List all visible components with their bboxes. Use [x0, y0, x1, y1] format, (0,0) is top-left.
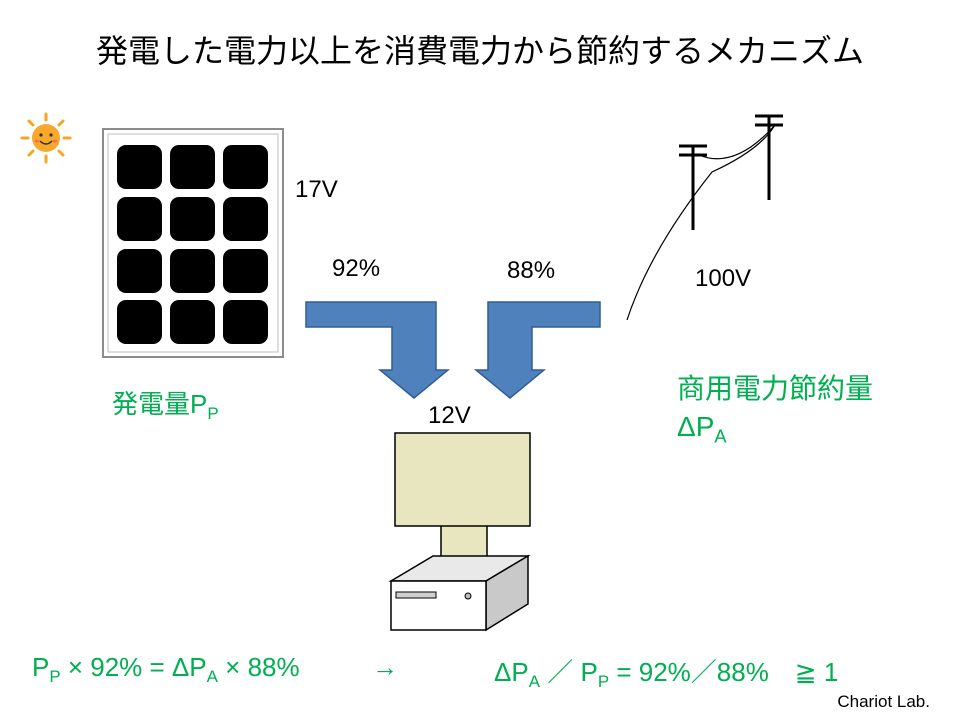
solar-efficiency-label: 92% — [332, 255, 381, 282]
grid-efficiency-label: 88% — [507, 257, 556, 284]
formula-part1: × 92% = ΔP — [67, 652, 207, 682]
grid-flow-arrow — [473, 301, 601, 399]
generation-text: 発電量P — [112, 389, 208, 419]
formula-dp: ΔP — [494, 657, 529, 687]
utility-pole-icon — [626, 114, 783, 321]
formula-p: P — [32, 652, 50, 682]
solar-panel — [102, 128, 284, 358]
sun-icon — [20, 112, 72, 164]
savings-symbol: ΔP — [677, 411, 715, 442]
formula-slash: ／ P — [547, 657, 598, 687]
panel-voltage-label: 17V — [295, 176, 338, 203]
generation-label: 発電量PP — [112, 384, 219, 423]
formula-part3: = 92%／88% ≧ 1 — [616, 657, 839, 687]
formula-dp-sub: A — [528, 671, 540, 691]
grid-voltage-label: 100V — [695, 265, 752, 292]
formula-left: PP × 92% = ΔPA × 88% — [32, 652, 300, 686]
solar-flow-arrow — [305, 301, 451, 399]
generation-sub: P — [207, 403, 219, 423]
credit-label: Chariot Lab. — [837, 692, 930, 711]
formula-p2-sub: P — [597, 671, 610, 691]
formula-right: ΔPA ／ PP = 92%／88% ≧ 1 — [494, 652, 839, 691]
savings-title: 商用電力節約量 — [677, 373, 874, 404]
page-title: 発電した電力以上を消費電力から節約するメカニズム — [95, 32, 864, 70]
computer-icon — [388, 432, 531, 632]
formula-part2: × 88% — [225, 652, 300, 682]
formula-arrow: → — [372, 652, 398, 682]
savings-sub: A — [714, 426, 727, 447]
savings-label: 商用電力節約量 ΔPA — [677, 370, 873, 446]
formula-p-sub: P — [49, 666, 61, 686]
pc-voltage-label: 12V — [428, 402, 471, 429]
formula-a-sub: A — [206, 666, 218, 686]
